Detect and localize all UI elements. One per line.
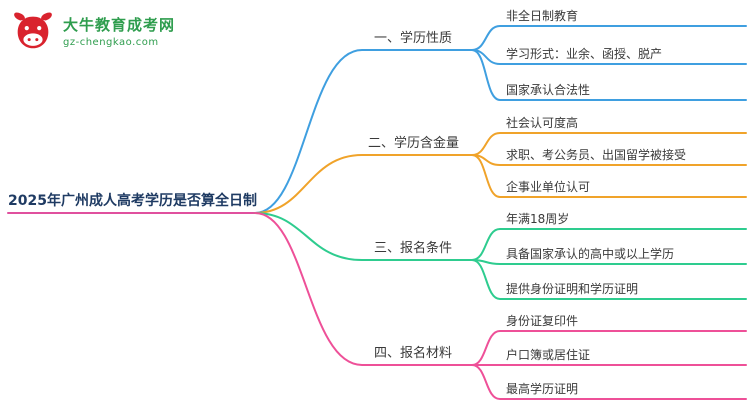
leaf-topic-3-3: 提供身份证明和学历证明 bbox=[506, 282, 639, 296]
leaf-topic-2-1: 社会认可度高 bbox=[506, 116, 579, 130]
branch-topic-3: 三、报名条件 bbox=[374, 241, 453, 256]
link-branch4-leaf1 bbox=[471, 330, 747, 366]
site-logo: 大牛教育成考网 gz-chengkao.com bbox=[10, 8, 175, 54]
leaf-topic-1-1: 非全日制教育 bbox=[506, 9, 579, 23]
link-root-branch1 bbox=[254, 49, 473, 214]
leaf-topic-2-3: 企事业单位认可 bbox=[506, 180, 591, 194]
link-root-branch4 bbox=[254, 212, 473, 366]
link-branch3-leaf1 bbox=[471, 228, 747, 261]
branch-topic-1: 一、学历性质 bbox=[374, 31, 453, 46]
site-url: gz-chengkao.com bbox=[63, 37, 159, 48]
link-branch1-leaf3 bbox=[471, 49, 747, 101]
site-logo-text: 大牛教育成考网 gz-chengkao.com bbox=[63, 14, 175, 48]
leaf-topic-3-2: 具备国家承认的高中或以上学历 bbox=[506, 247, 675, 261]
branch-topic-4: 四、报名材料 bbox=[374, 346, 453, 361]
root-topic: 2025年广州成人高考学历是否算全日制 bbox=[8, 193, 257, 209]
link-branch2-leaf3 bbox=[471, 154, 747, 198]
link-branch1-leaf1 bbox=[471, 25, 747, 51]
leaf-topic-3-1: 年满18周岁 bbox=[506, 212, 570, 226]
link-branch3-leaf3 bbox=[471, 259, 747, 300]
site-name: 大牛教育成考网 bbox=[63, 16, 176, 34]
link-branch4-leaf3 bbox=[471, 364, 747, 400]
leaf-topic-1-3: 国家承认合法性 bbox=[506, 83, 591, 97]
leaf-topic-4-2: 户口簿或居住证 bbox=[506, 348, 591, 362]
leaf-topic-1-2: 学习形式：业余、函授、脱产 bbox=[506, 47, 663, 61]
branch-topic-2: 二、学历含金量 bbox=[368, 136, 460, 151]
leaf-topic-4-3: 最高学历证明 bbox=[506, 382, 579, 396]
link-root-branch3 bbox=[254, 212, 473, 261]
link-branch2-leaf1 bbox=[471, 132, 747, 156]
leaf-topic-2-2: 求职、考公务员、出国留学被接受 bbox=[506, 148, 687, 162]
leaf-topic-4-1: 身份证复印件 bbox=[506, 314, 579, 328]
link-root-branch2 bbox=[254, 154, 473, 214]
bull-logo-icon bbox=[14, 12, 52, 49]
